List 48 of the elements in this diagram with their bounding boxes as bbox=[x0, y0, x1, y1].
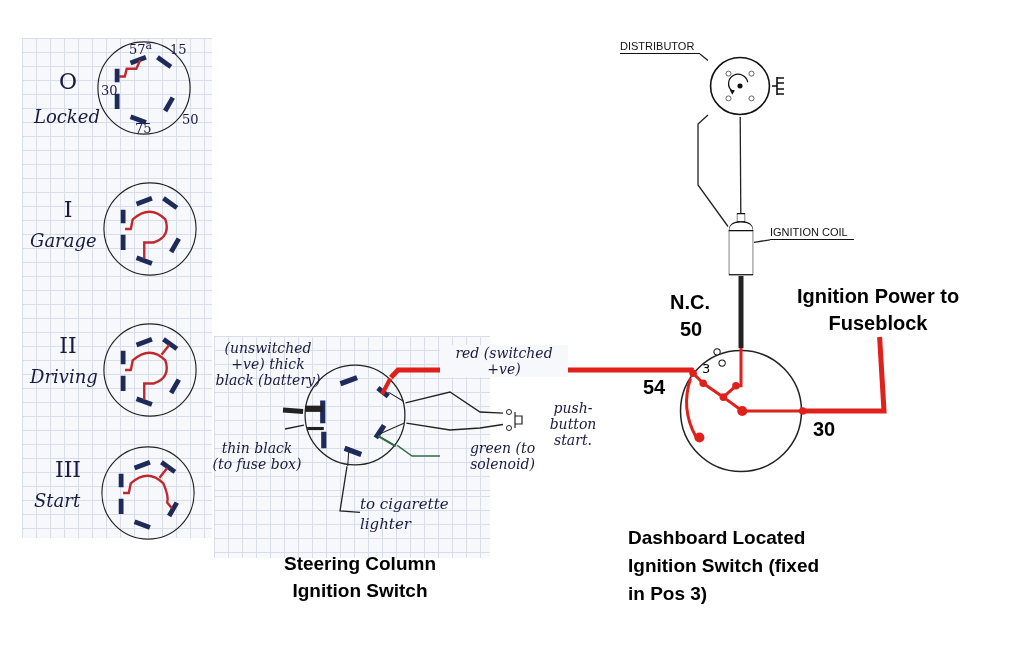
terminal-number: 30 bbox=[101, 84, 118, 99]
switch-label: push-button start. bbox=[548, 400, 598, 448]
leader-line bbox=[753, 239, 771, 244]
wire bbox=[389, 367, 695, 380]
wire-label: green (to solenoid) bbox=[468, 440, 537, 472]
leader-line bbox=[699, 53, 709, 62]
ignition-coil-drawing bbox=[728, 213, 754, 276]
wire bbox=[405, 422, 504, 431]
terminal-number: 50 bbox=[680, 318, 703, 340]
terminal-number: 50 bbox=[182, 113, 199, 128]
position-number: 3 bbox=[702, 362, 711, 377]
position-number: I bbox=[62, 198, 74, 222]
switch-position-drawing bbox=[102, 322, 198, 418]
wire-label: red (switched +ve) bbox=[440, 345, 568, 377]
wire bbox=[697, 114, 729, 228]
switch-title: Dashboard Located Ignition Switch (fixed in Pos 3) bbox=[628, 526, 821, 606]
wire bbox=[284, 424, 305, 430]
position-number: O bbox=[57, 70, 78, 94]
wire bbox=[396, 444, 441, 457]
position-name: Driving bbox=[30, 366, 99, 388]
wire bbox=[282, 407, 304, 414]
switch-position-drawing bbox=[102, 181, 198, 277]
terminal-number: 54 bbox=[643, 376, 666, 398]
wire bbox=[739, 116, 742, 214]
wire-label: thin black (to fuse box) bbox=[212, 440, 302, 472]
switch-position-drawing bbox=[100, 445, 196, 541]
terminal-label: N.C. bbox=[670, 291, 710, 313]
distributor-drawing bbox=[708, 55, 772, 117]
wire bbox=[404, 391, 504, 414]
terminal-number: 57$^{a}$ bbox=[129, 40, 152, 58]
wire-label: (unswitched +ve) thick black (battery) bbox=[214, 340, 322, 388]
position-name: Garage bbox=[30, 230, 98, 252]
position-number: II bbox=[58, 334, 78, 358]
position-number: III bbox=[53, 458, 83, 482]
ignition-switch-drawing bbox=[678, 348, 804, 474]
position-name: Locked bbox=[34, 106, 101, 128]
distributor-label: DISTRIBUTOR bbox=[620, 40, 700, 54]
wire bbox=[738, 276, 744, 348]
terminal-number: 75 bbox=[135, 122, 152, 137]
wire-label: Ignition Power to Fuseblock bbox=[790, 283, 966, 337]
ignition-coil-label: IGNITION COIL bbox=[770, 226, 854, 240]
terminal-number: 30 bbox=[813, 418, 836, 440]
switch-title: Steering Column Ignition Switch bbox=[283, 552, 437, 603]
terminal-number: 15 bbox=[170, 43, 187, 58]
wire bbox=[804, 336, 887, 414]
wire-label: to cigarette lighter bbox=[360, 494, 470, 534]
leader-line bbox=[339, 465, 361, 513]
position-name: Start bbox=[34, 490, 82, 512]
